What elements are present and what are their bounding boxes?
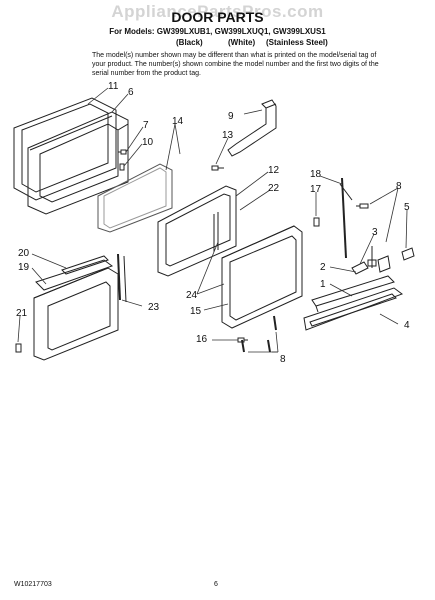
doc-number: W10217703 xyxy=(14,581,52,588)
callout-16: 16 xyxy=(196,334,208,345)
leader-lines xyxy=(17,87,408,353)
color-white: (White) xyxy=(228,38,256,47)
part-2-bracket xyxy=(351,255,391,275)
page-title: DOOR PARTS xyxy=(171,9,264,25)
part-17-spacer xyxy=(313,217,320,227)
callout-4: 4 xyxy=(404,320,410,331)
part-1-handle-support xyxy=(311,275,395,313)
part-12-inner-frame xyxy=(157,185,237,277)
part-6-inner-door-liner xyxy=(27,111,129,215)
callout-12: 12 xyxy=(268,165,280,176)
model-note: The model(s) number shown may be differe… xyxy=(92,52,379,77)
callout-19: 19 xyxy=(18,262,30,273)
part-8-screws-lower xyxy=(241,315,277,353)
color-stainless: (Stainless Steel) xyxy=(266,38,328,47)
models-line: For Models: GW399LXUB1, GW399LXUQ1, GW39… xyxy=(109,27,326,36)
part-11-door-gasket xyxy=(13,97,117,201)
callout-11: 11 xyxy=(108,81,119,92)
part-18-rod xyxy=(339,177,353,259)
color-black: (Black) xyxy=(176,38,203,47)
callout-2: 2 xyxy=(320,262,326,273)
page-number: 6 xyxy=(214,581,218,588)
callout-10: 10 xyxy=(142,137,154,148)
callout-15: 15 xyxy=(190,306,202,317)
part-23-side-strip xyxy=(117,253,127,303)
callout-6: 6 xyxy=(128,87,134,98)
callout-9: 9 xyxy=(228,111,234,122)
part-9-hinge-bracket xyxy=(227,99,277,157)
part-7-screw xyxy=(118,149,127,155)
callout-24: 24 xyxy=(186,290,198,301)
part-3-bolt xyxy=(367,246,377,268)
callout-18: 18 xyxy=(310,169,322,180)
part-21-outer-door xyxy=(33,267,119,361)
part-13-screw xyxy=(211,165,224,171)
callout-21: 21 xyxy=(16,308,28,319)
part-22-outer-door xyxy=(221,225,303,329)
part-5-plate xyxy=(401,247,415,261)
callout-22: 22 xyxy=(268,183,280,194)
callout-8-upper: 8 xyxy=(396,181,402,192)
part-21-clip xyxy=(15,343,22,353)
callout-8-lower: 8 xyxy=(280,354,286,365)
callout-20: 20 xyxy=(18,248,30,259)
callout-3: 3 xyxy=(372,227,378,238)
callout-14: 14 xyxy=(172,116,184,127)
callout-7: 7 xyxy=(143,120,149,131)
callout-13: 13 xyxy=(222,130,234,141)
part-4-door-handle xyxy=(303,287,404,331)
part-10-clip xyxy=(119,163,125,171)
part-8-screw-upper xyxy=(356,203,369,209)
callout-23: 23 xyxy=(148,302,160,313)
callout-17: 17 xyxy=(310,184,322,195)
part-14-door-glass xyxy=(97,163,173,233)
callout-5: 5 xyxy=(404,202,410,213)
watermark: AppliancePartsPros.com xyxy=(111,2,324,21)
callout-1: 1 xyxy=(320,279,326,290)
part-19-vent-trim xyxy=(35,259,114,291)
